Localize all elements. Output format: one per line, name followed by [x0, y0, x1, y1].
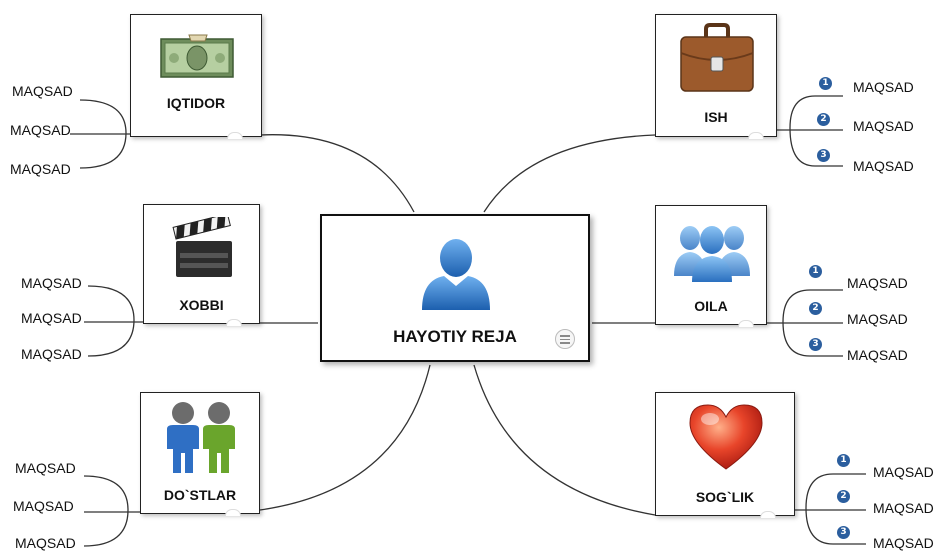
topic-iqtidor[interactable]: IQTIDOR: [130, 14, 262, 139]
goal-ish-2[interactable]: MAQSAD: [853, 118, 914, 134]
goal-number-badge: 3: [837, 526, 850, 539]
goal-number-badge: 1: [809, 265, 822, 278]
menu-icon[interactable]: [555, 329, 575, 349]
goal-ish-3[interactable]: MAQSAD: [853, 158, 914, 174]
central-topic[interactable]: HAYOTIY REJA: [320, 214, 590, 362]
topic-ish[interactable]: ISH: [655, 14, 777, 139]
goal-number-badge: 3: [817, 149, 830, 162]
goal-xobbi-1[interactable]: MAQSAD: [21, 275, 82, 291]
goal-number-badge: 2: [837, 490, 850, 503]
goal-oila-3[interactable]: MAQSAD: [847, 347, 908, 363]
goal-dostlar-1[interactable]: MAQSAD: [15, 460, 76, 476]
goal-xobbi-2[interactable]: MAQSAD: [21, 310, 82, 326]
topic-label: XOBBI: [179, 297, 224, 313]
goal-number-badge: 2: [817, 113, 830, 126]
goal-number-badge: 1: [819, 77, 832, 90]
briefcase-icon: [680, 23, 754, 92]
goal-number-badge: 2: [809, 302, 822, 315]
connector-soglik: [473, 364, 656, 516]
goal-dostlar-3[interactable]: MAQSAD: [15, 535, 76, 551]
money-icon: [160, 34, 234, 78]
goal-number-badge: 3: [809, 338, 822, 351]
topic-label: OILA: [694, 298, 728, 314]
goal-iqtidor-3[interactable]: MAQSAD: [10, 161, 71, 177]
topic-soglik[interactable]: SOG`LIK: [655, 392, 795, 518]
topic-label: ISH: [704, 109, 728, 125]
topic-oila[interactable]: OILA: [655, 205, 767, 327]
goal-oila-2[interactable]: MAQSAD: [847, 311, 908, 327]
goal-oila-1[interactable]: MAQSAD: [847, 275, 908, 291]
goal-iqtidor-1[interactable]: MAQSAD: [12, 83, 73, 99]
topic-label: SOG`LIK: [695, 489, 755, 505]
goal-iqtidor-2[interactable]: MAQSAD: [10, 122, 71, 138]
goal-soglik-1[interactable]: MAQSAD: [873, 464, 934, 480]
bracket-ish: [775, 95, 843, 167]
friends-icon: [167, 402, 235, 473]
goal-soglik-2[interactable]: MAQSAD: [873, 500, 934, 516]
connector-iqtidor: [259, 134, 415, 213]
connector-dostlar: [259, 364, 431, 511]
bracket-oila: [765, 289, 843, 357]
topic-dostlar[interactable]: DO`STLAR: [140, 392, 260, 516]
goal-ish-1[interactable]: MAQSAD: [853, 79, 914, 95]
goal-dostlar-2[interactable]: MAQSAD: [13, 498, 74, 514]
family-icon: [674, 226, 750, 282]
topic-label: IQTIDOR: [166, 95, 226, 111]
goal-number-badge: 1: [837, 454, 850, 467]
goal-soglik-3[interactable]: MAQSAD: [873, 535, 934, 551]
goal-xobbi-3[interactable]: MAQSAD: [21, 346, 82, 362]
topic-xobbi[interactable]: XOBBI: [143, 204, 260, 326]
connector-ish: [483, 134, 656, 213]
central-title: HAYOTIY REJA: [393, 327, 517, 346]
bracket-soglik: [795, 473, 866, 545]
heart-icon: [689, 404, 763, 470]
topic-label: DO`STLAR: [163, 487, 237, 503]
clapperboard-icon: [172, 217, 232, 277]
person-icon: [422, 239, 490, 310]
